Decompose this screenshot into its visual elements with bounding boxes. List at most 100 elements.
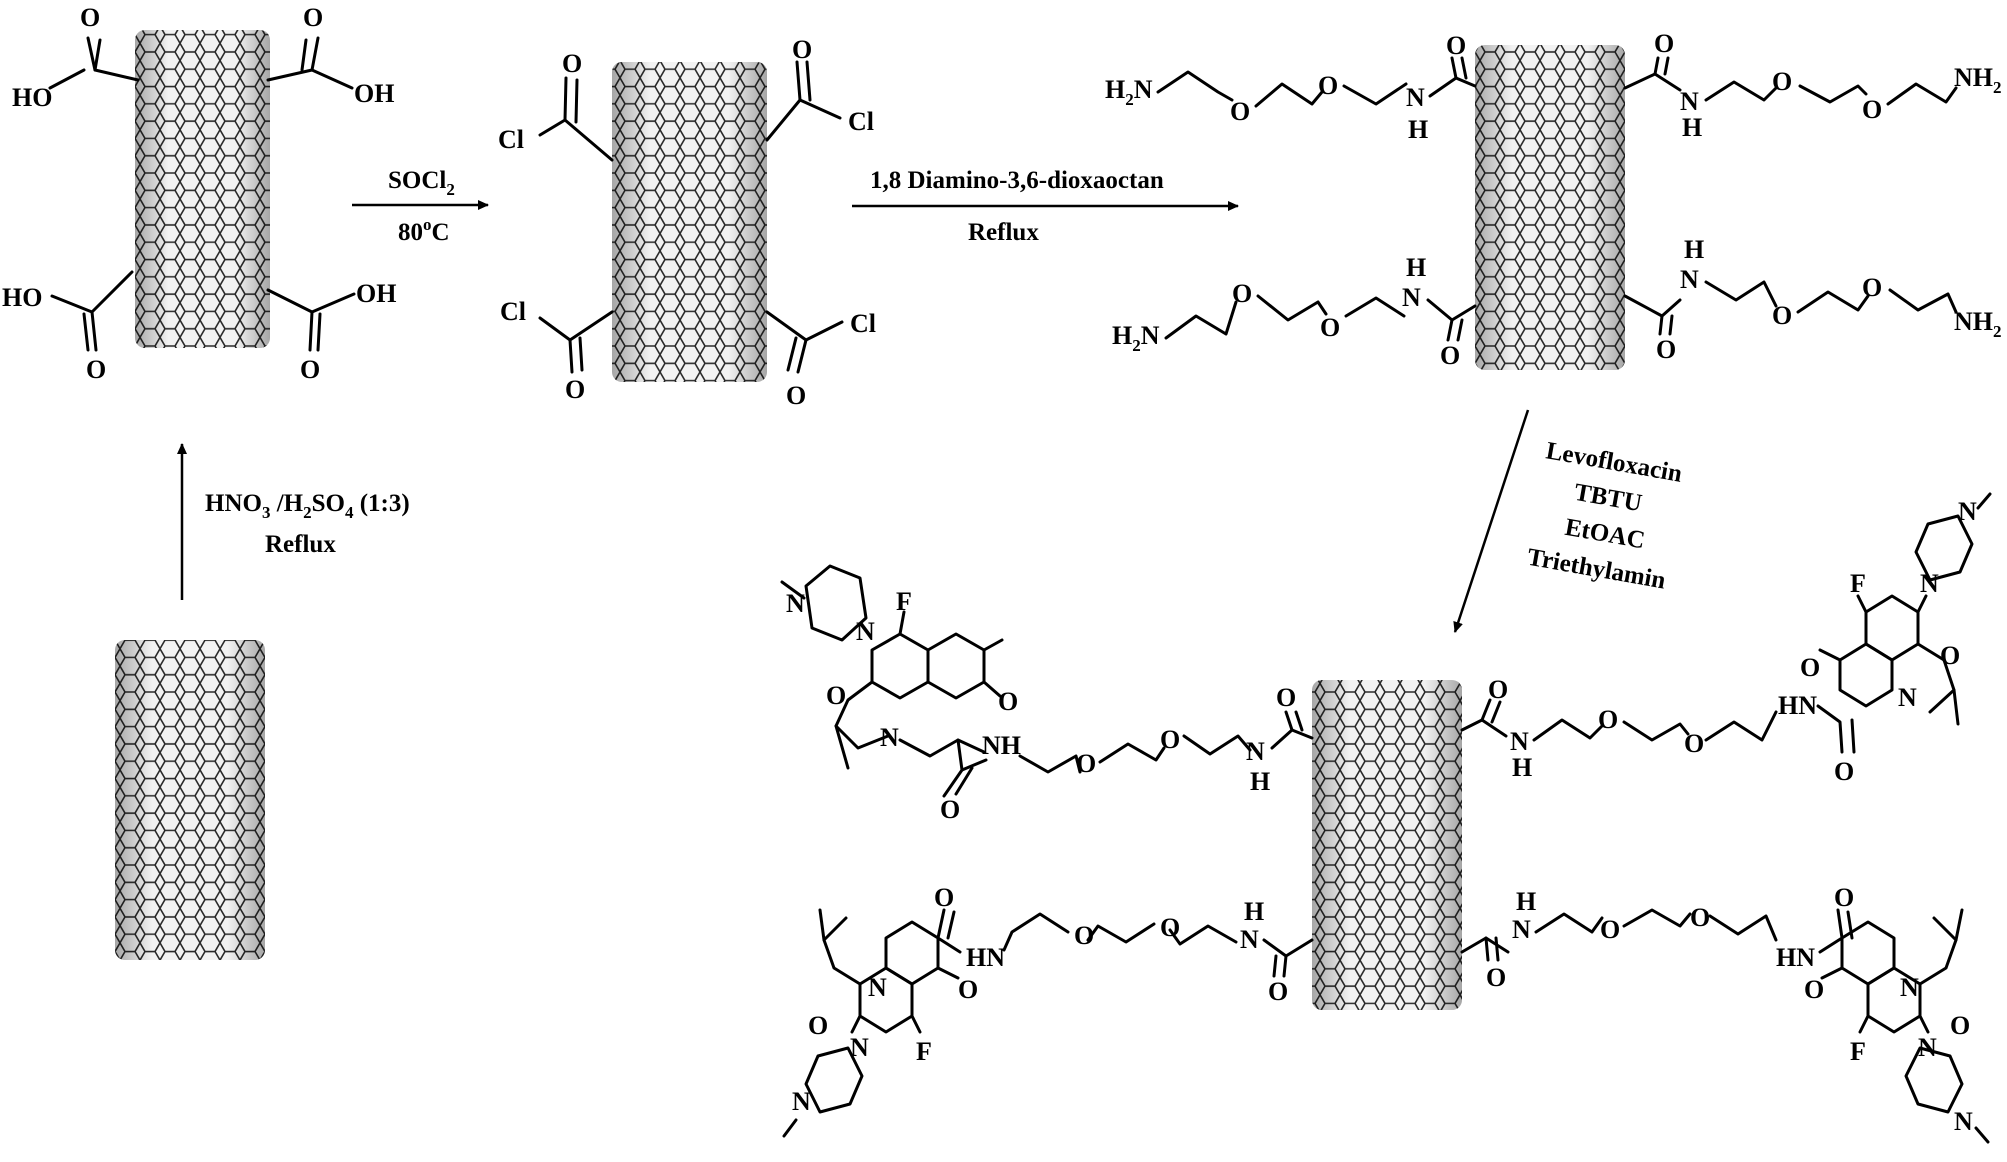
svg-text:O: O (998, 687, 1018, 716)
svg-text:Triethylamin: Triethylamin (1525, 544, 1667, 595)
svg-text:H: H (1682, 113, 1702, 142)
svg-text:O: O (86, 355, 106, 384)
svg-text:O: O (786, 381, 806, 410)
acyl-chloride-groups: O Cl O Cl O Cl O Cl (498, 35, 876, 410)
svg-text:O: O (1160, 913, 1180, 942)
svg-text:F: F (1850, 1037, 1866, 1066)
svg-text:O: O (1440, 341, 1460, 370)
svg-text:O: O (958, 975, 978, 1004)
nanotube-acyl-chloride (612, 62, 767, 382)
carboxyl-groups: O HO O OH O HO O OH (2, 3, 396, 384)
svg-text:EtOAC: EtOAC (1563, 514, 1647, 555)
svg-text:O: O (1486, 963, 1506, 992)
svg-text:H: H (1516, 887, 1536, 916)
svg-text:O: O (1160, 725, 1180, 754)
svg-text:F: F (916, 1037, 932, 1066)
levofloxacin-arm-bottom-right: O H N O O HN O O N O F N N (1460, 883, 1990, 1144)
svg-text:HN: HN (1776, 943, 1815, 972)
svg-text:O: O (1318, 71, 1338, 100)
svg-text:O: O (1950, 1011, 1970, 1040)
svg-text:N: N (850, 1033, 869, 1062)
svg-text:H: H (1684, 235, 1704, 264)
svg-text:O: O (1772, 67, 1792, 96)
svg-text:O: O (1690, 903, 1710, 932)
levofloxacin-arm-bottom-left: O H N O O HN O O N O F N N (782, 883, 1314, 1138)
svg-text:O: O (1834, 757, 1854, 786)
svg-text:O: O (1800, 653, 1820, 682)
levofloxacin-arm-top-left: N N F O O N O NH O O N H O (780, 564, 1314, 824)
svg-text:N: N (786, 589, 805, 618)
svg-text:N: N (1406, 83, 1425, 112)
svg-text:O: O (1862, 273, 1882, 302)
svg-text:HNO3 /H2SO4 (1:3): HNO3 /H2SO4 (1:3) (205, 490, 410, 522)
svg-text:OH: OH (354, 79, 394, 108)
svg-text:O: O (1804, 975, 1824, 1004)
svg-text:O: O (1862, 95, 1882, 124)
svg-text:NH2: NH2 (1954, 63, 2002, 97)
levofloxacin-arm-top-right: O N H O O HN O O N O F N N (1460, 492, 1992, 786)
svg-text:HN: HN (1778, 691, 1817, 720)
conditions-oxidation: HNO3 /H2SO4 (1:3) Reflux (205, 490, 410, 558)
svg-text:O: O (1600, 915, 1620, 944)
nanotube-levofloxacin (1312, 680, 1462, 1010)
svg-text:Reflux: Reflux (968, 219, 1039, 246)
svg-text:HO: HO (2, 283, 42, 312)
svg-text:O: O (792, 35, 812, 64)
svg-text:O: O (562, 49, 582, 78)
svg-text:O: O (80, 3, 100, 32)
svg-text:TBTU: TBTU (1572, 479, 1644, 517)
svg-text:N: N (1918, 1033, 1937, 1062)
svg-text:O: O (1074, 921, 1094, 950)
svg-text:Cl: Cl (500, 297, 526, 326)
svg-text:O: O (1446, 31, 1466, 60)
svg-text:H2N: H2N (1112, 321, 1160, 355)
svg-text:OH: OH (356, 279, 396, 308)
svg-text:O: O (1268, 977, 1288, 1006)
svg-text:H: H (1250, 767, 1270, 796)
svg-text:O: O (1230, 97, 1250, 126)
svg-text:N: N (1240, 925, 1259, 954)
svg-text:O: O (300, 355, 320, 384)
svg-text:O: O (1654, 29, 1674, 58)
nanotube-amine (1475, 45, 1625, 370)
svg-text:O: O (303, 3, 323, 32)
conditions-amidation: 1,8 Diamino-3,6-dioxaoctan Reflux (870, 167, 1164, 246)
svg-text:N: N (1246, 737, 1265, 766)
svg-text:HN: HN (966, 943, 1005, 972)
nanotube-pristine (115, 640, 265, 960)
nanotube-carboxylated (135, 30, 270, 348)
svg-text:N: N (1512, 915, 1531, 944)
svg-text:N: N (1898, 683, 1917, 712)
svg-text:F: F (1850, 569, 1866, 598)
svg-text:O: O (1598, 705, 1618, 734)
svg-text:HO: HO (12, 83, 52, 112)
svg-text:O: O (1076, 749, 1096, 778)
amine-chains: H2N O O N H O O N H O O NH2 H2N O O H N (1105, 29, 2002, 370)
svg-text:H: H (1408, 115, 1428, 144)
svg-text:NH2: NH2 (1954, 307, 2002, 341)
svg-text:H: H (1512, 753, 1532, 782)
svg-text:80oC: 80oC (398, 215, 450, 246)
svg-text:O: O (1232, 279, 1252, 308)
svg-text:N: N (856, 617, 875, 646)
svg-text:O: O (1320, 313, 1340, 342)
svg-text:Reflux: Reflux (265, 531, 336, 558)
svg-text:O: O (1276, 683, 1296, 712)
svg-text:N: N (1958, 497, 1977, 526)
svg-text:O: O (1656, 335, 1676, 364)
svg-text:O: O (1834, 883, 1854, 912)
svg-text:O: O (1940, 641, 1960, 670)
svg-text:N: N (1954, 1107, 1973, 1136)
svg-text:O: O (808, 1011, 828, 1040)
svg-text:O: O (1488, 675, 1508, 704)
svg-text:O: O (940, 795, 960, 824)
svg-text:O: O (1772, 301, 1792, 330)
svg-text:Levofloxacin: Levofloxacin (1544, 437, 1684, 487)
svg-text:O: O (934, 883, 954, 912)
svg-text:Cl: Cl (498, 125, 524, 154)
svg-text:F: F (896, 587, 912, 616)
svg-text:N: N (792, 1087, 811, 1116)
svg-text:H: H (1406, 253, 1426, 282)
svg-text:N: N (1402, 283, 1421, 312)
